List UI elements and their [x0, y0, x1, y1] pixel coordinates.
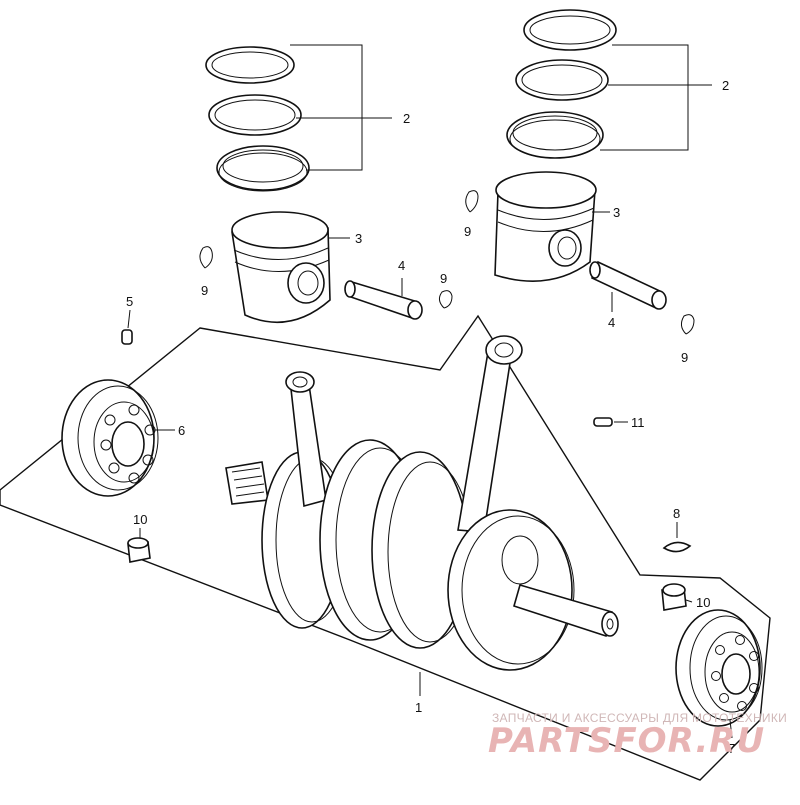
ring-bracket-left [290, 44, 392, 171]
callout-2-right: 2 [722, 78, 729, 93]
piston-left [231, 211, 331, 323]
callout-4-right: 4 [608, 315, 615, 330]
callout-9-b: 9 [440, 271, 447, 286]
piston-rings-left [205, 46, 310, 192]
callout-2-left: 2 [403, 111, 410, 126]
crankshaft-assembly [225, 335, 619, 671]
circlip-icons [199, 190, 695, 335]
callout-9-d: 9 [681, 350, 688, 365]
dowel-pin-left [127, 537, 151, 563]
callout-9-c: 9 [464, 224, 471, 239]
callout-3-left: 3 [355, 231, 362, 246]
assembly-outline [0, 314, 771, 781]
dowel-pin-right [661, 583, 687, 611]
callout-10-right: 10 [696, 595, 710, 610]
callout-5: 5 [126, 294, 133, 309]
callout-1: 1 [415, 700, 422, 715]
ring-bracket-right [600, 44, 712, 151]
piston-right [494, 171, 597, 282]
callout-11: 11 [631, 415, 645, 430]
callout-3-right: 3 [613, 205, 620, 220]
bearing-left [61, 379, 159, 497]
callout-9-a: 9 [201, 283, 208, 298]
piston-rings-right [506, 9, 617, 159]
bearing-right [675, 609, 763, 727]
callout-8: 8 [673, 506, 680, 521]
watermark-tagline: ЗАПЧАСТИ И АКСЕССУАРЫ ДЛЯ МОТОТЕХНИКИ [492, 711, 787, 725]
piston-pin-left [344, 280, 423, 320]
pin-11 [593, 417, 613, 427]
callout-6: 6 [178, 423, 185, 438]
callout-7: 7 [728, 741, 735, 756]
piston-pin-right [589, 260, 667, 310]
watermark-brand: PARTSFOR.RU [488, 721, 765, 761]
key-5 [121, 329, 133, 345]
callout-10-left: 10 [133, 512, 147, 527]
callout-4-left: 4 [398, 258, 405, 273]
key-8 [662, 541, 692, 553]
